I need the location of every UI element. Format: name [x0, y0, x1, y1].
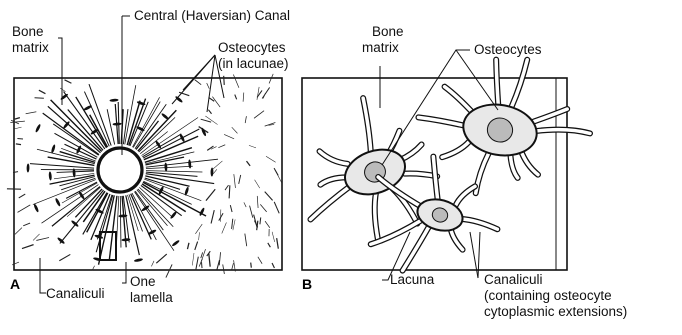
label-bone-matrix-a-line2: matrix: [12, 40, 49, 56]
label-bone-matrix-b-line2: matrix: [362, 40, 399, 56]
label-lamella-line2: lamella: [130, 290, 173, 306]
label-central-canal: Central (Haversian) Canal: [134, 8, 290, 24]
label-osteocytes-a-line1: Osteocytes: [218, 40, 286, 56]
panel-a-letter: A: [10, 276, 20, 292]
label-bone-matrix-a-line1: Bone: [12, 24, 44, 40]
label-bone-matrix-b-line1: Bone: [372, 24, 404, 40]
canaliculus: [496, 60, 498, 106]
label-osteocytes-a-line2: (in lacunae): [218, 56, 289, 72]
label-canaliculi-a: Canaliculi: [46, 286, 105, 302]
panel-b-letter: B: [302, 276, 312, 292]
label-canaliculi-b-line2: (containing osteocyte: [484, 288, 612, 304]
label-canaliculi-b-line3: cytoplasmic extensions): [484, 304, 627, 320]
label-canaliculi-b-line1: Canaliculi: [484, 272, 543, 288]
label-lamella-line1: One: [130, 274, 156, 290]
label-osteocytes-b: Osteocytes: [474, 42, 542, 58]
label-lacuna: Lacuna: [390, 272, 434, 288]
